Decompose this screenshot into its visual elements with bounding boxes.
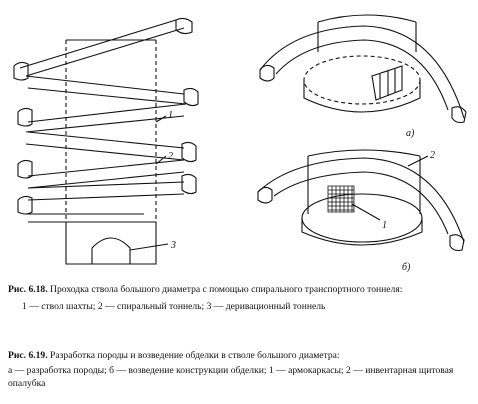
spiral-tunnel bbox=[14, 18, 198, 222]
figure-6-19-b: 2 1 б) bbox=[252, 146, 474, 274]
label-1-cage: 1 bbox=[382, 220, 387, 231]
spiral-tunnel-drawing: 1 2 3 bbox=[6, 4, 220, 266]
reinforcement-cage bbox=[328, 186, 354, 212]
label-1: 1 bbox=[168, 110, 173, 121]
caption-6-18-title: Рис. 6.18. Проходка ствола большого диам… bbox=[8, 283, 470, 296]
caption-6-19-legend: а — разработка породы; б — возведение ко… bbox=[8, 365, 454, 389]
caption-6-18-number: Рис. 6.18. bbox=[8, 284, 48, 295]
figure-6-19-a: а) bbox=[252, 8, 474, 140]
derivation-tunnel bbox=[66, 222, 156, 264]
caption-6-18-text: Проходка ствола большого диаметра с помо… bbox=[50, 284, 403, 295]
caption-6-18: Рис. 6.18. Проходка ствола большого диам… bbox=[8, 283, 470, 313]
caption-6-19: Рис. 6.19. Разработка породы и возведени… bbox=[8, 349, 470, 390]
label-2: 2 bbox=[168, 151, 173, 162]
caption-6-19-title: Рис. 6.19. Разработка породы и возведени… bbox=[8, 349, 470, 362]
panel-a-label: а) bbox=[406, 128, 415, 139]
label-2-formwork: 2 bbox=[430, 150, 435, 161]
caption-6-19-text: Разработка породы и возведение обделки в… bbox=[50, 350, 340, 361]
figure-6-18: 1 2 3 bbox=[6, 4, 220, 266]
panel-b-label: б) bbox=[402, 262, 411, 273]
caption-6-18-legend: 1 — ствол шахты; 2 — спиральный тоннель;… bbox=[22, 301, 326, 312]
caption-6-19-number: Рис. 6.19. bbox=[8, 350, 48, 361]
label-3: 3 bbox=[170, 240, 176, 251]
lining-drawing: 2 1 б) bbox=[252, 146, 474, 273]
excavation-drawing: а) bbox=[252, 8, 474, 139]
